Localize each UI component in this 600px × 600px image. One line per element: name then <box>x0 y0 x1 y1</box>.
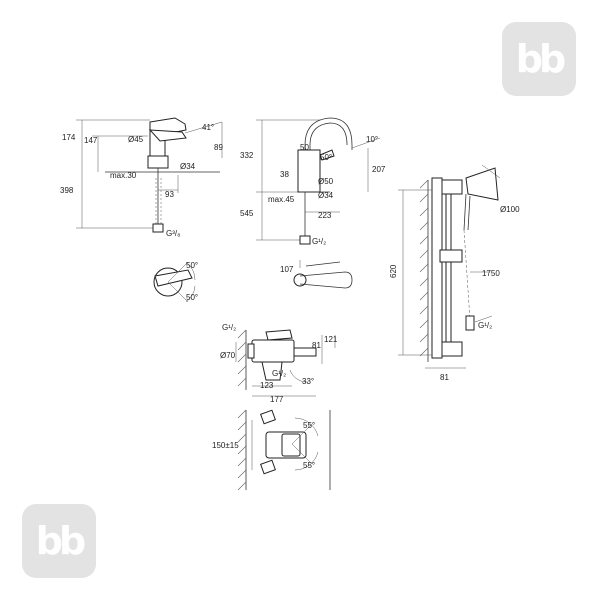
dim-angle-10: 10° <box>366 135 378 144</box>
dim-147: 147 <box>84 136 98 145</box>
dim-angle-55a: 55° <box>303 421 315 430</box>
dim-g38: G³/₈ <box>166 229 180 238</box>
brand-logo: bb <box>22 504 96 578</box>
dim-177: 177 <box>270 395 284 404</box>
dim-121: 121 <box>324 335 338 344</box>
brand-logo-text: bb <box>515 37 566 81</box>
dim-107: 107 <box>280 265 294 274</box>
kitchen-mixer-drawing: 332 545 207 10° 50 50° 38 Ø50 max.45 Ø34… <box>240 117 386 289</box>
dim-d70: Ø70 <box>220 351 236 360</box>
dim-332: 332 <box>240 151 254 160</box>
dim-g12: G¹/₂ <box>478 321 492 330</box>
dim-max45: max.45 <box>268 195 295 204</box>
dim-d34: Ø34 <box>180 162 196 171</box>
dim-93: 93 <box>165 190 174 199</box>
dim-123: 123 <box>260 381 274 390</box>
dim-545: 545 <box>240 209 254 218</box>
dim-d34: Ø34 <box>318 191 334 200</box>
basin-mixer-drawing: 174 147 398 Ø45 41° 89 Ø34 max.30 93 G³/… <box>60 117 223 303</box>
dim-50: 50 <box>300 143 309 152</box>
dim-angle-50b: 50° <box>186 293 198 302</box>
dim-d50: Ø50 <box>318 177 334 186</box>
dim-620: 620 <box>389 264 398 278</box>
dim-max30: max.30 <box>110 171 137 180</box>
brand-logo: bb <box>502 22 576 96</box>
brand-logo-text: bb <box>35 519 86 563</box>
dim-1750: 1750 <box>482 269 500 278</box>
dim-207: 207 <box>372 165 386 174</box>
dim-g12: G¹/₂ <box>312 237 326 246</box>
dim-398: 398 <box>60 186 74 195</box>
bath-mixer-drawing: G¹/₂ 121 81 Ø70 G¹/₂ 33° 123 177 150±15 … <box>212 323 338 491</box>
dim-d100: Ø100 <box>500 205 520 214</box>
dim-81: 81 <box>440 373 449 382</box>
dim-81: 81 <box>312 341 321 350</box>
dim-89: 89 <box>214 143 223 152</box>
dim-angle-50a: 50° <box>186 261 198 270</box>
dim-angle-50: 50° <box>320 153 332 162</box>
dim-150-15: 150±15 <box>212 441 239 450</box>
dim-angle-41: 41° <box>202 123 214 132</box>
dim-angle-33: 33° <box>302 377 314 386</box>
dim-38: 38 <box>280 170 289 179</box>
dim-174: 174 <box>62 133 76 142</box>
dim-d45: Ø45 <box>128 135 144 144</box>
dim-g12-bottom: G¹/₂ <box>272 369 286 378</box>
dim-g12-top: G¹/₂ <box>222 323 236 332</box>
shower-set-drawing: Ø100 620 1750 G¹/₂ 81 <box>389 164 520 382</box>
dim-223: 223 <box>318 211 332 220</box>
dim-angle-55b: 55° <box>303 461 315 470</box>
